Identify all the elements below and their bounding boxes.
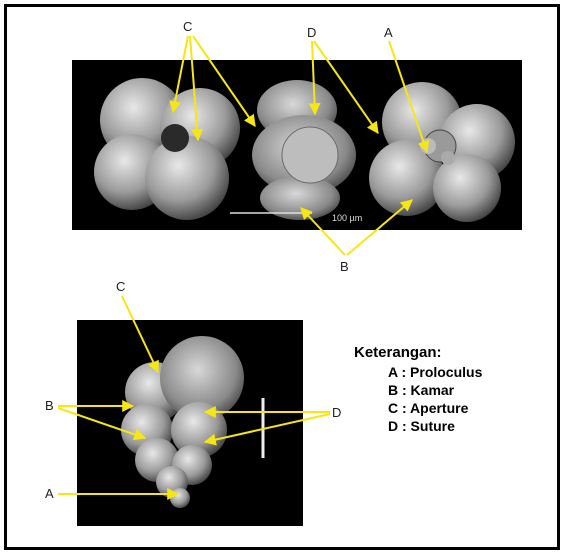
- top-label-b: B: [340, 260, 349, 273]
- legend-item-b: B : Kamar: [354, 381, 482, 399]
- scale-bar-label: 100 µm: [332, 213, 362, 223]
- bottom-sem-image-panel: [77, 320, 303, 526]
- bottom-foraminifera-micrograph: [77, 320, 303, 526]
- top-sem-image-panel: [72, 60, 522, 230]
- legend-title: Keterangan:: [354, 344, 482, 361]
- legend: Keterangan: A : Proloculus B : Kamar C :…: [354, 344, 482, 435]
- bottom-label-d: D: [332, 406, 341, 419]
- top-label-d: D: [307, 26, 316, 39]
- specimen-edge-view: [252, 80, 356, 220]
- specimen-trochospiral: [121, 336, 244, 508]
- top-label-c: C: [183, 20, 192, 33]
- top-label-a: A: [384, 26, 393, 39]
- legend-item-c: C : Aperture: [354, 399, 482, 417]
- legend-item-d: D : Suture: [354, 417, 482, 435]
- specimen-umbilical-view: [94, 78, 240, 220]
- top-foraminifera-micrographs: [72, 60, 522, 230]
- bottom-label-c: C: [116, 280, 125, 293]
- legend-item-a: A : Proloculus: [354, 363, 482, 381]
- bottom-label-b: B: [45, 399, 54, 412]
- specimen-spiral-view: [369, 82, 515, 222]
- bottom-label-a: A: [45, 487, 54, 500]
